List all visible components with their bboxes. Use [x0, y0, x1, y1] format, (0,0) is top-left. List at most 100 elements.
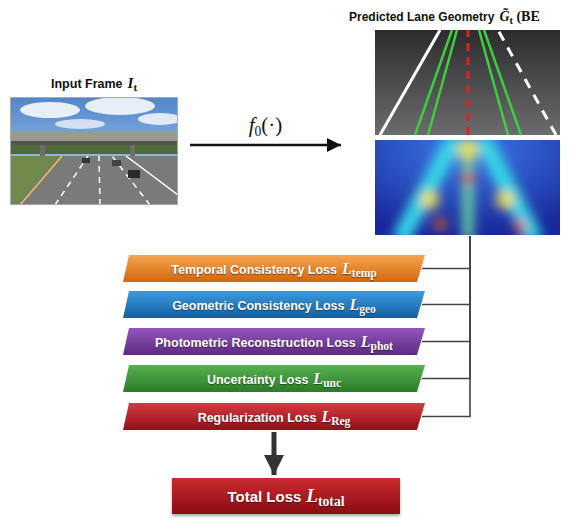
text-line: Total Loss Ltotal [227, 485, 344, 507]
lane-line [126, 156, 178, 195]
bridge-underside [10, 141, 178, 145]
symbol-letter: f [249, 113, 255, 137]
symbol-suffix: (BE [513, 9, 540, 24]
lane-line [20, 156, 62, 205]
node-label: Geometric Consistency Loss [172, 299, 344, 313]
heat-band [482, 140, 535, 235]
symbol-letter: L [321, 408, 331, 425]
math-symbol: It [128, 75, 137, 91]
lane-line [99, 156, 100, 205]
loss-band: Uncertainty Loss Lunc [123, 365, 425, 392]
symbol-suffix: (·) [261, 113, 282, 137]
lane-line [484, 30, 521, 135]
heat-spot [421, 191, 439, 209]
text-line: Predicted Lane Geometry G̃t (BE [349, 8, 565, 26]
edge-label: f0(·) [246, 113, 286, 137]
node-label: Input Frame [51, 77, 123, 91]
lane-line [55, 156, 88, 205]
lane-bev-image [375, 30, 560, 135]
node-label: Temporal Consistency Loss [171, 263, 337, 277]
connector [272, 432, 277, 475]
text-line: Input Frame It [8, 74, 180, 93]
bridge-pillar [40, 145, 45, 156]
symbol-subscript: phot [371, 340, 393, 352]
math-symbol: G̃t (BE [499, 9, 539, 24]
heat-band [400, 140, 455, 235]
math-symbol: Lphot [361, 333, 393, 350]
cloud [85, 97, 155, 115]
node-label: Predicted Lane Geometry [349, 10, 494, 24]
math-symbol: Ltemp [342, 260, 377, 277]
total-box: Total Loss Ltotal [172, 478, 400, 514]
lane-line [112, 156, 150, 205]
symbol-subscript: temp [352, 267, 377, 279]
road [10, 156, 178, 205]
heat-blobs [400, 140, 535, 235]
loss-band: Geometric Consistency Loss Lgeo [123, 291, 425, 318]
symbol-subscript: 0 [255, 124, 262, 139]
symbol-letter: L [349, 296, 359, 313]
uncertainty-heatmap [375, 140, 560, 235]
symbol-subscript: Reg [331, 415, 350, 427]
node-label: Uncertainty Loss [207, 373, 308, 387]
connector [422, 236, 470, 269]
cloud [138, 113, 178, 125]
connector [190, 144, 341, 147]
symbol-subscript: total [318, 494, 345, 509]
symbol-subscript: t [510, 15, 513, 26]
asphalt [375, 30, 560, 135]
connector [422, 236, 470, 379]
symbol-subscript: geo [359, 303, 376, 315]
symbol-subscript: unc [323, 377, 341, 389]
symbol-letter: L [313, 370, 323, 387]
symbol-letter: L [306, 485, 318, 506]
symbol-letter: L [342, 260, 352, 277]
node-label: Total Loss [227, 488, 301, 505]
lane-line [380, 30, 440, 135]
loss-band: Photometric Reconstruction Loss Lphot [123, 328, 425, 355]
math-symbol: Ltotal [306, 485, 344, 506]
node-label: Regularization Loss [198, 411, 317, 425]
lane-line [428, 30, 457, 135]
image-panel: Predicted Lane Geometry G̃t (BE [349, 8, 565, 236]
math-symbol: Lgeo [349, 296, 375, 313]
car [112, 160, 121, 166]
loss-band: Temporal Consistency Loss Ltemp [123, 255, 425, 282]
symbol-subscript: t [133, 81, 137, 93]
image-panel: Input Frame It [8, 74, 180, 205]
heat-spot [496, 191, 514, 209]
car [128, 170, 140, 178]
connector [422, 236, 470, 417]
heat-spot [434, 218, 446, 230]
heat-spot [458, 140, 478, 160]
text-line: Uncertainty Loss Lunc [207, 370, 341, 388]
connector [422, 236, 470, 342]
lane-line [498, 30, 556, 135]
bridge-deck [10, 132, 178, 141]
symbol-letter: L [361, 333, 371, 350]
connector [422, 236, 470, 305]
lane-line [467, 30, 470, 135]
heat-spot [514, 220, 526, 232]
math-symbol: LReg [321, 408, 350, 425]
photo-border [11, 98, 178, 205]
text-line: Photometric Reconstruction Loss Lphot [155, 333, 393, 351]
bridge-pillar [130, 145, 135, 156]
text-line: Regularization Loss LReg [198, 408, 351, 426]
symbol-letter: G̃ [499, 9, 509, 24]
car [82, 158, 90, 163]
math-symbol: Lunc [313, 370, 341, 387]
text-line: Geometric Consistency Loss Lgeo [172, 296, 376, 314]
symbol-letter: I [128, 75, 134, 91]
sky [10, 97, 178, 205]
cloud [55, 119, 105, 129]
loss-band: Regularization Loss LReg [123, 403, 425, 430]
input-photo [10, 97, 178, 205]
cloud [20, 102, 80, 118]
verge [10, 156, 58, 205]
text-line: Temporal Consistency Loss Ltemp [171, 260, 377, 278]
heat-spot [462, 172, 474, 184]
node-label: Photometric Reconstruction Loss [155, 336, 356, 350]
